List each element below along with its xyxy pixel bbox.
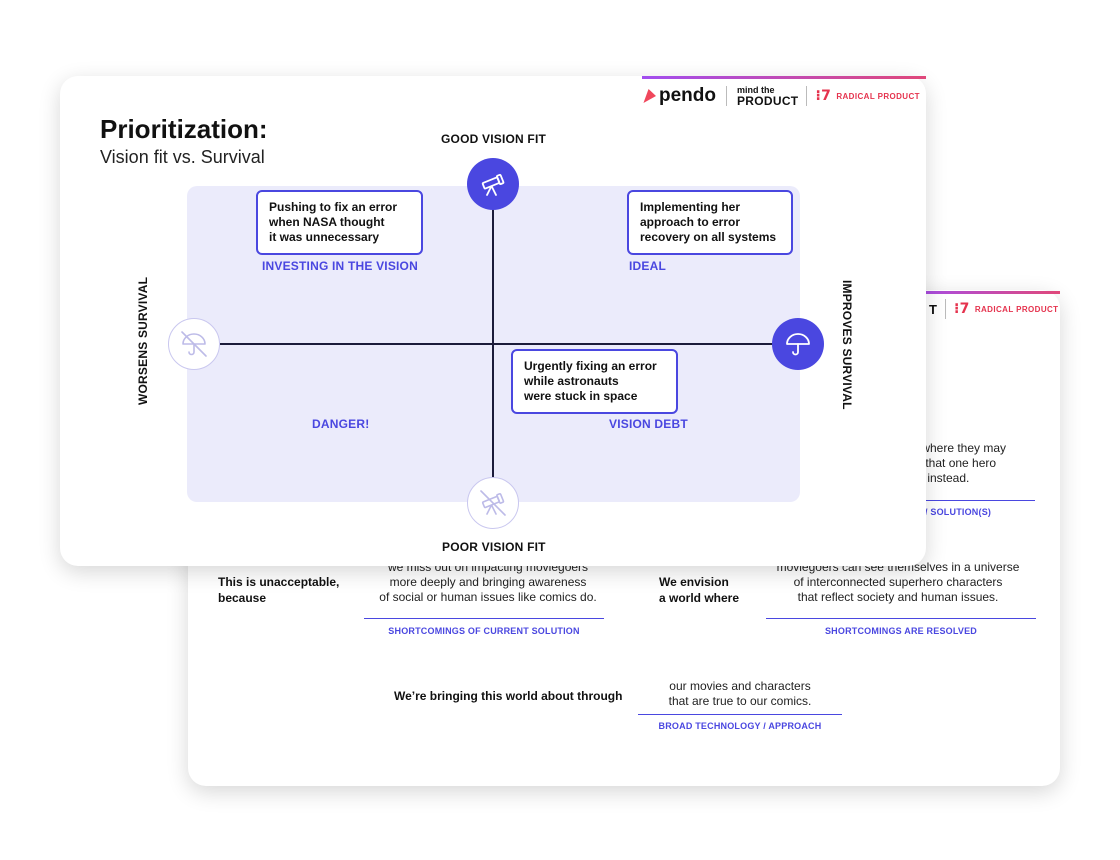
envision-text-line: of interconnected superhero characters: [793, 575, 1003, 589]
horizontal-axis: [220, 343, 795, 345]
back-partial-caption: / SOLUTION(S): [925, 507, 992, 517]
front-brand-strip: pendo mind the PRODUCT ⁝7 RADICAL PRODUC…: [642, 76, 926, 116]
brand-divider: [726, 86, 727, 106]
shortcomings-line: of social or human issues like comics do…: [379, 590, 597, 604]
radical-product-text: RADICAL PRODUCT: [836, 91, 920, 101]
telescope-icon: [467, 158, 519, 210]
note-line: Urgently fixing an error: [524, 359, 657, 373]
note-line: when NASA thought: [269, 215, 385, 229]
mtp-line2: PRODUCT: [737, 94, 799, 108]
envision-line: We envision: [659, 575, 729, 589]
radical-product-text: RADICAL PRODUCT: [974, 304, 1059, 314]
envision-text-line: that reflect society and human issues.: [797, 590, 999, 604]
back-brand-partial: T: [929, 301, 937, 317]
bringing-text: our movies and characters that are true …: [638, 679, 842, 709]
axis-label-left: WORSENS SURVIVAL: [136, 276, 150, 405]
bringing-caption: BROAD TECHNOLOGY / APPROACH: [658, 721, 822, 731]
note-line: while astronauts: [524, 374, 619, 388]
radical-product-logo: ⁝7 RADICAL PRODUCT: [815, 88, 920, 104]
pendo-text: pendo: [659, 85, 716, 106]
brand-divider: [806, 86, 808, 106]
pendo-logo: pendo: [643, 85, 716, 107]
bringing-label: We’re bringing this world about through: [394, 689, 623, 703]
note-line: approach to error: [640, 215, 741, 229]
axis-label-right: IMPROVES SURVIVAL: [840, 280, 854, 410]
bringing-text-line: our movies and characters: [669, 679, 811, 693]
vertical-axis: [492, 205, 494, 480]
unacceptable-label: This is unacceptable, because: [218, 574, 339, 606]
brand-divider: [944, 299, 946, 319]
shortcomings-rule: [364, 618, 604, 619]
note-line: Implementing her: [640, 200, 741, 214]
bringing-text-line: that are true to our comics.: [668, 694, 812, 708]
note-vision-debt: Urgently fixing an error while astronaut…: [511, 349, 678, 414]
unacceptable-line: because: [218, 591, 267, 605]
back-partial-line: th that one hero: [912, 456, 997, 470]
mtp-line1: mind the: [737, 85, 775, 95]
axis-label-bottom: POOR VISION FIT: [442, 540, 546, 554]
crossed-umbrella-icon: [168, 318, 220, 370]
page-title: Prioritization:: [100, 114, 268, 144]
note-investing: Pushing to fix an error when NASA though…: [256, 190, 423, 255]
envision-caption: SHORTCOMINGS ARE RESOLVED: [824, 626, 977, 636]
note-ideal: Implementing her approach to error recov…: [627, 190, 793, 255]
shortcomings-caption: SHORTCOMINGS OF CURRENT SOLUTION: [388, 626, 580, 636]
back-partial-rule: [905, 500, 1035, 501]
crossed-telescope-icon: [467, 477, 519, 529]
quadrant-label-danger: DANGER!: [312, 417, 370, 431]
envision-line: a world where: [659, 591, 740, 605]
shortcomings-line: more deeply and bringing awareness: [389, 575, 587, 589]
umbrella-icon: [772, 318, 824, 370]
back-partial-line: cs instead.: [912, 471, 970, 485]
envision-label: We envision a world where: [659, 574, 739, 606]
pendo-mark-icon: [643, 89, 659, 103]
mind-the-product-logo: mind the PRODUCT: [737, 85, 798, 107]
quadrant-label-investing: INVESTING IN THE VISION: [262, 259, 418, 273]
envision-rule: [766, 618, 1036, 619]
note-line: recovery on all systems: [640, 230, 777, 244]
radical-product-mark-icon: ⁝7: [953, 301, 970, 317]
unacceptable-line: This is unacceptable,: [218, 575, 340, 589]
quadrant-label-ideal: IDEAL: [629, 259, 666, 273]
shortcomings-text: we miss out on impacting moviegoers more…: [362, 560, 614, 605]
envision-text: moviegoers can see themselves in a unive…: [760, 560, 1036, 605]
note-line: it was unnecessary: [269, 230, 380, 244]
back-brand-strip: T ⁝7 RADICAL PRODUCT: [905, 291, 1060, 327]
radical-product-mark-icon: ⁝7: [815, 88, 832, 104]
radical-product-logo: ⁝7 RADICAL PRODUCT: [954, 301, 1059, 317]
back-partial-text: s where they may th that one hero cs ins…: [912, 441, 1042, 486]
axis-label-top: GOOD VISION FIT: [441, 132, 547, 146]
note-line: were stuck in space: [524, 389, 638, 403]
note-line: Pushing to fix an error: [269, 200, 398, 214]
quadrant-label-vision-debt: VISION DEBT: [609, 417, 688, 431]
bringing-rule: [638, 714, 842, 715]
page-subtitle: Vision fit vs. Survival: [100, 147, 265, 167]
back-partial-line: s where they may: [912, 441, 1007, 455]
